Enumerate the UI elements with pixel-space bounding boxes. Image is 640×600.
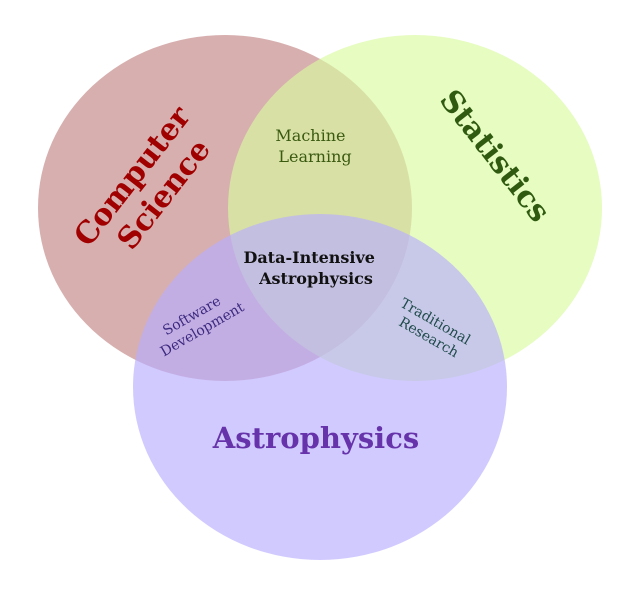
- astrophysics-circle: [133, 214, 507, 560]
- astrophysics-label: Astrophysics: [212, 421, 419, 455]
- center-line2: Astrophysics: [258, 269, 373, 288]
- center-line1: Data-Intensive: [243, 248, 375, 267]
- machine-learning-line1: Machine: [275, 126, 345, 145]
- machine-learning-line2: Learning: [278, 147, 351, 166]
- center-label: Data-Intensive Astrophysics: [243, 248, 380, 288]
- machine-learning-label: Machine Learning: [275, 126, 351, 166]
